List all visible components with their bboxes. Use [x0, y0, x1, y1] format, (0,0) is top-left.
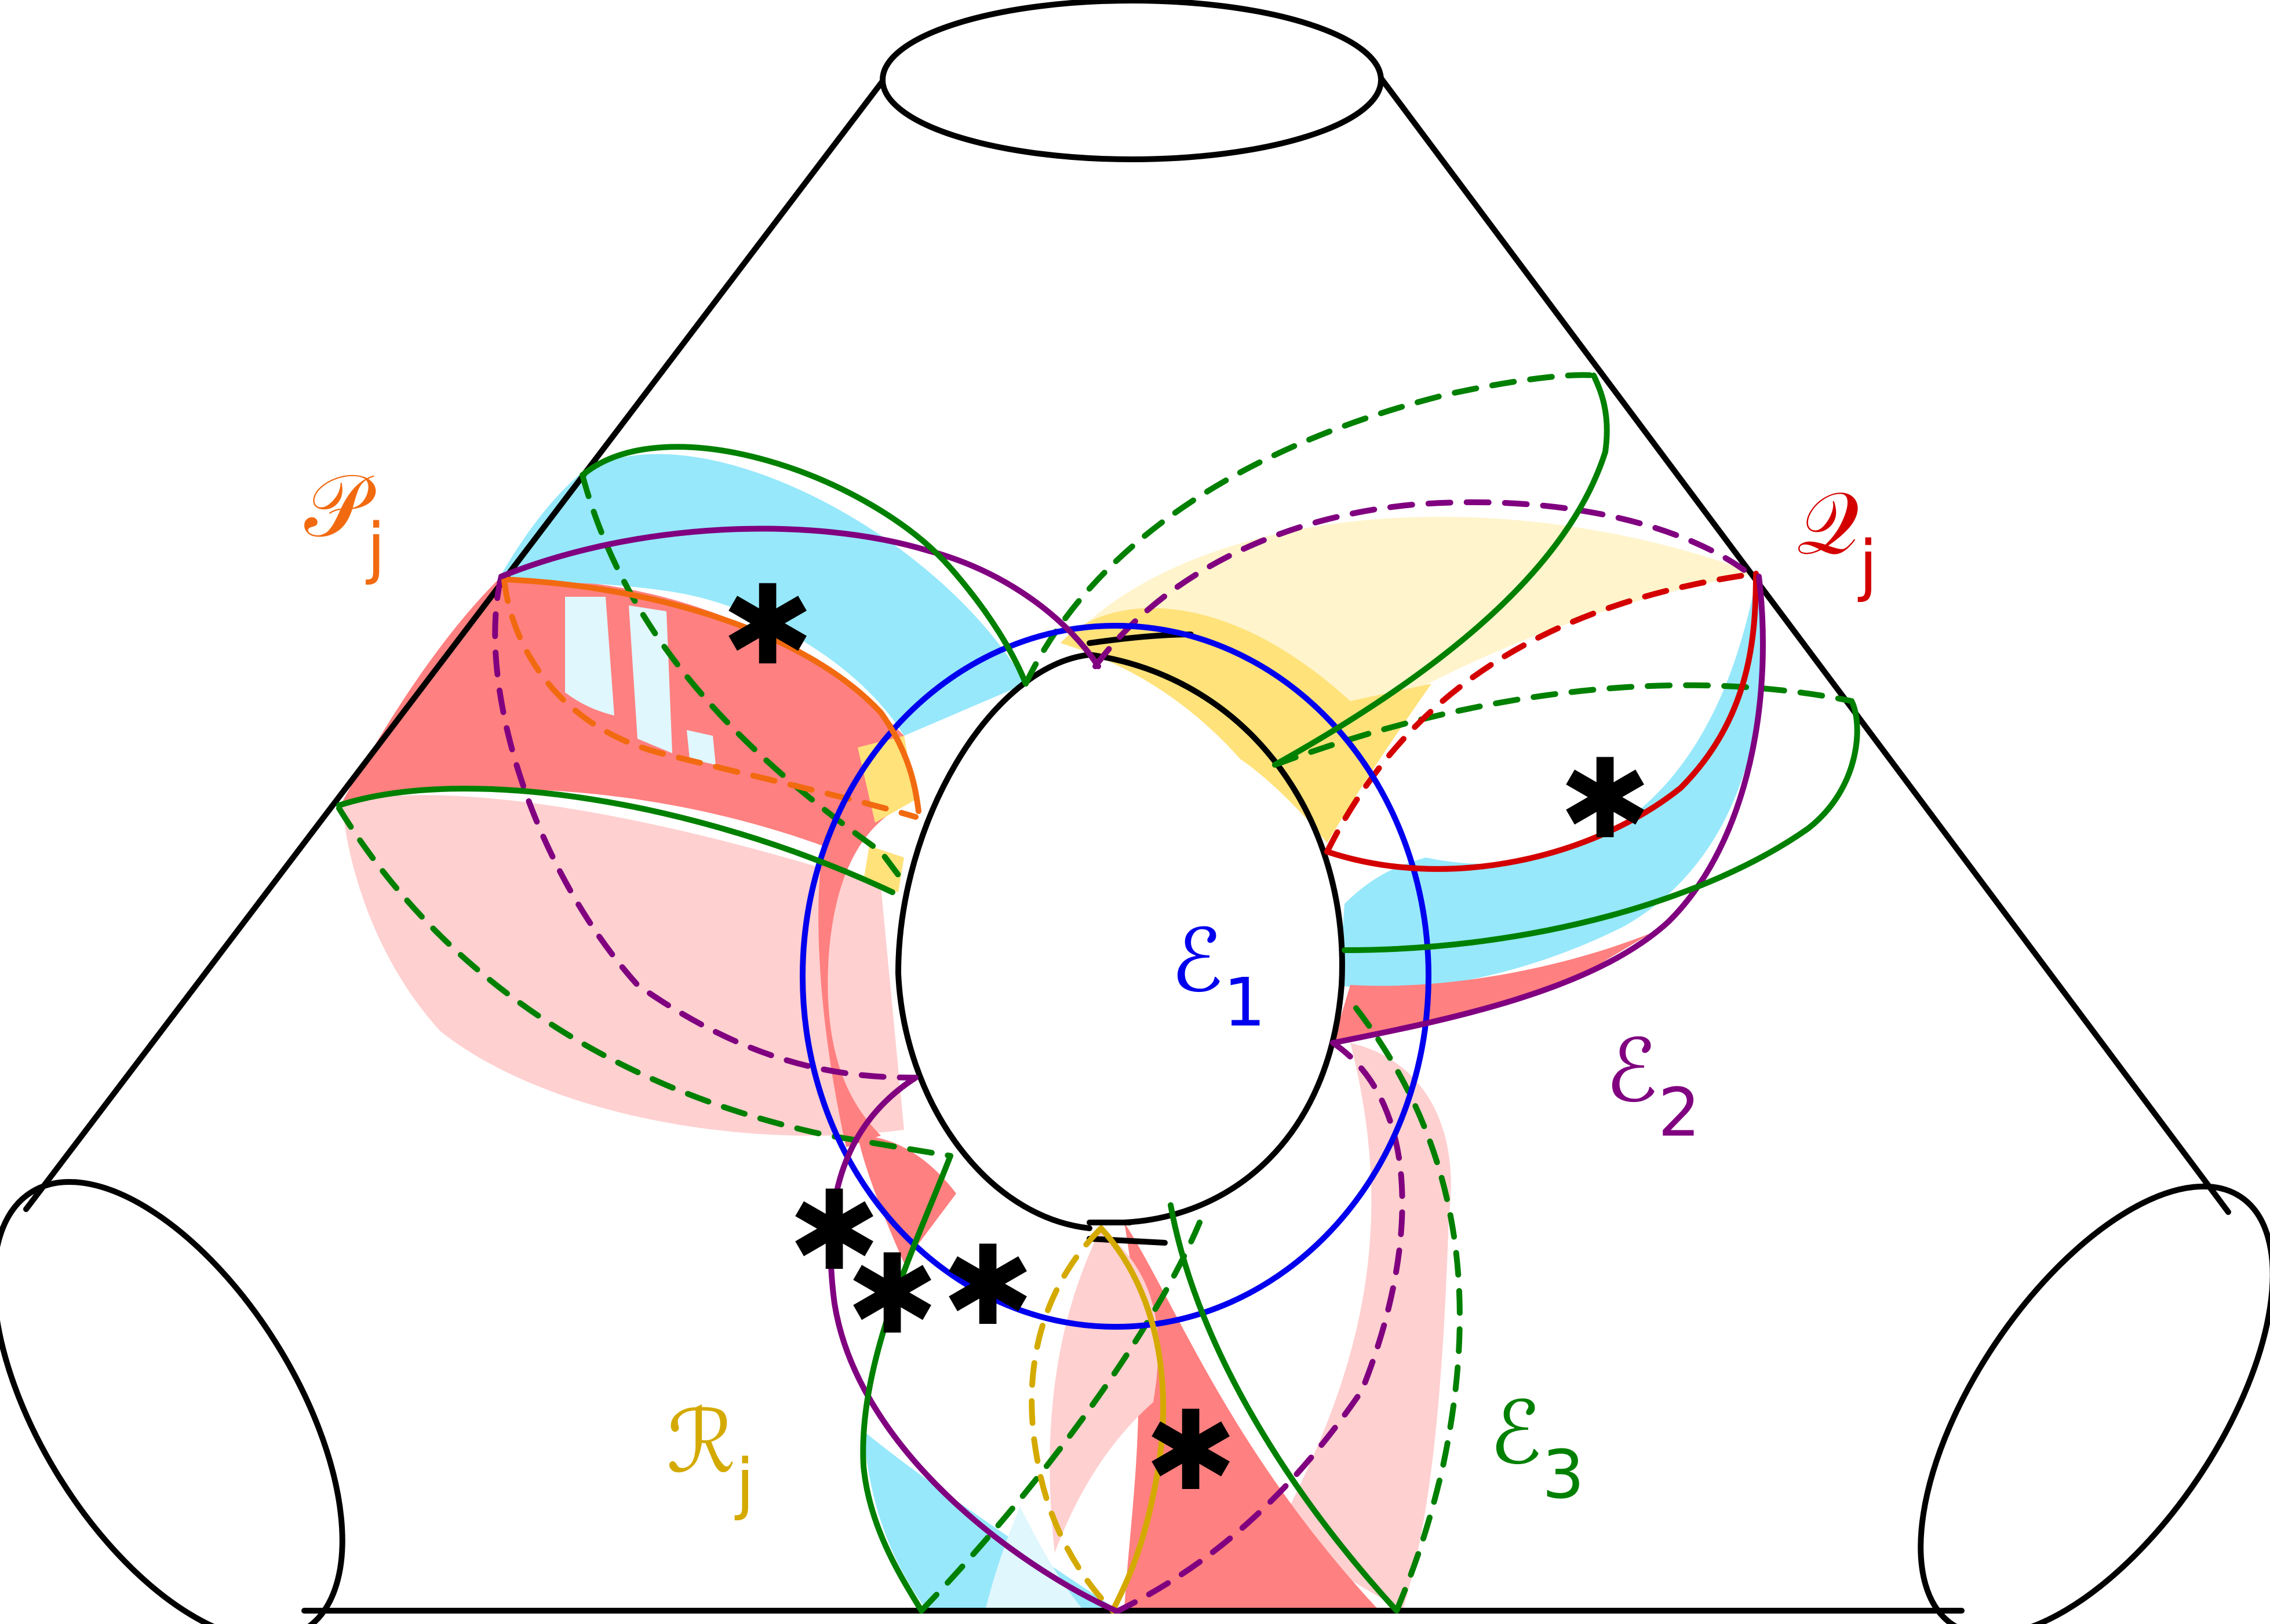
left-boundary-circle: [0, 1179, 345, 1624]
left-edge: [23, 78, 886, 1212]
label-e3: ℰ3: [1489, 1383, 1584, 1514]
right-edge: [1378, 75, 2231, 1215]
purple-dashed-upper-right: [1092, 499, 1759, 669]
star-marker-left-2: ✱: [846, 1231, 938, 1359]
green-dashed-bottom: [919, 1220, 1203, 1614]
gold-curve-r: [1098, 1225, 1167, 1614]
green-curve-left: [336, 786, 895, 895]
green-dashed-left-arc: [336, 805, 953, 1159]
label-r: ℛj: [666, 1392, 755, 1523]
cyan-region-upper-left: [498, 454, 1026, 736]
purple-dashed-left: [492, 574, 919, 1081]
green-curve-upper-right: [1272, 373, 1610, 768]
blue-curve-e1: [800, 623, 1431, 1330]
purple-curve-right: [1330, 574, 1766, 1046]
green-curve-bottom-right: [1168, 1202, 1400, 1614]
right-boundary-circle: [1918, 1183, 2270, 1624]
gold-dashed-curve: [1029, 1225, 1116, 1614]
purple-dashed-bottom-right: [1116, 1040, 1405, 1614]
label-e2: ℰ2: [1605, 1021, 1700, 1152]
light-strip-1: [565, 597, 614, 716]
central-hole-outline: [895, 632, 1345, 1246]
green-dashed-right: [1272, 682, 1854, 768]
purple-curve-upper: [498, 525, 1101, 669]
red-dashed-curve: [1324, 571, 1759, 855]
cyan-region-bottom-left: [863, 1431, 1118, 1611]
pink-region-bottom-right: [1275, 1043, 1451, 1611]
cyan-region-right: [1339, 579, 1762, 989]
green-curve-upper-left: [580, 444, 1029, 687]
star-marker-left-1: ✱: [788, 1167, 880, 1295]
label-e1: ℰ1: [1171, 911, 1266, 1042]
green-curve-right: [1342, 698, 1860, 953]
green-curve-bottom-left: [860, 1153, 953, 1614]
salmon-region-right: [1333, 933, 1652, 1043]
salmon-region-left: [342, 579, 916, 1147]
label-p: 𝒫j: [304, 456, 385, 587]
star-marker-left-3: ✱: [942, 1222, 1034, 1350]
light-strip-2: [629, 605, 672, 753]
salmon-region-bottom-left: [858, 1136, 956, 1263]
markers: ✱ ✱ ✱ ✱ ✱ ✱: [722, 561, 1651, 1515]
light-cyan-region-bottom: [985, 1506, 1084, 1611]
salmon-region-bottom: [1124, 1222, 1379, 1611]
star-marker-p: ✱: [722, 561, 814, 689]
solid-curves: [336, 373, 1860, 1614]
orange-curve-p: [501, 576, 921, 814]
star-marker-r: ✱: [1145, 1387, 1237, 1515]
curve-labels: 𝒫j 𝒬j ℛj ℰ1 ℰ2 ℰ3: [304, 456, 1878, 1523]
dashed-curves: [336, 372, 1854, 1614]
red-curve-q: [1324, 571, 1759, 872]
green-dashed-bottom-right: [1353, 1005, 1463, 1614]
top-boundary-circle: [880, 0, 1384, 162]
green-dashed-upper-right: [1023, 372, 1597, 687]
star-marker-q: ✱: [1559, 735, 1651, 863]
label-q: 𝒬j: [1797, 473, 1878, 604]
cream-region-upper-right: [1084, 516, 1756, 730]
purple-curve-bottom-left: [828, 1075, 1118, 1614]
light-strip-3: [687, 730, 716, 765]
